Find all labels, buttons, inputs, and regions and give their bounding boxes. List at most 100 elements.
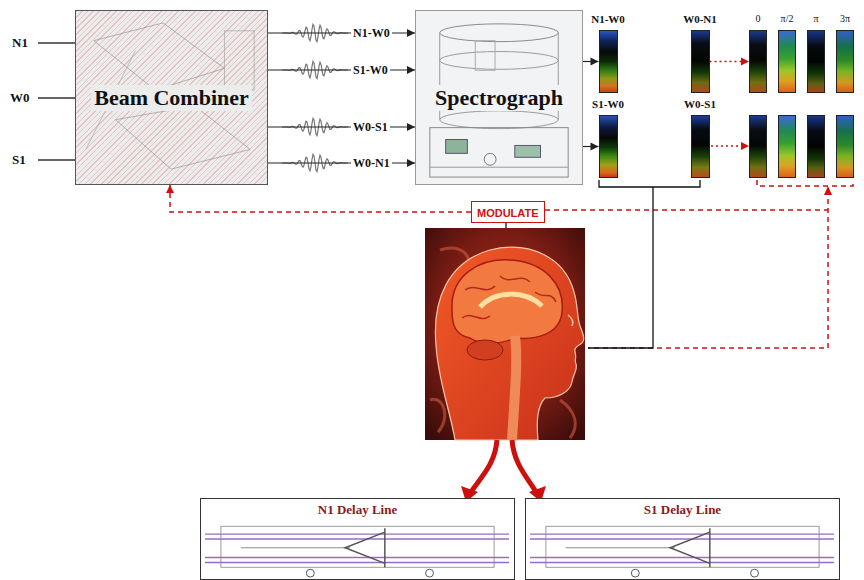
node-illustration xyxy=(530,538,834,539)
drive-arrows xyxy=(512,440,536,492)
connector-line xyxy=(170,185,471,212)
head-illustration xyxy=(425,228,585,440)
modulation-lines xyxy=(500,209,828,211)
input-wires xyxy=(38,43,75,160)
connector xyxy=(268,123,415,131)
phase-spectrum xyxy=(836,30,854,93)
connector-line xyxy=(268,126,415,127)
node-illustration xyxy=(530,533,834,534)
node-label: Beam Combiner xyxy=(91,85,252,111)
arrow-head xyxy=(741,142,749,150)
phase-spectrum xyxy=(778,30,796,93)
spectrum-strip: W0-N1 xyxy=(680,12,720,93)
node-label: π/2 xyxy=(781,12,794,26)
phase-spectrum xyxy=(749,30,767,93)
node-illustration xyxy=(205,562,509,563)
connector xyxy=(268,159,415,167)
node-illustration xyxy=(306,569,314,577)
node-label: N1-W0 xyxy=(591,12,625,26)
node-illustration xyxy=(670,532,710,563)
phase-link xyxy=(711,145,742,147)
connector xyxy=(583,58,599,66)
modulation-lines xyxy=(757,180,853,186)
node-label: π xyxy=(813,12,818,26)
phase-strip: π/2 xyxy=(775,12,799,93)
node-illustration xyxy=(440,111,559,129)
spectrum-strip xyxy=(749,115,767,178)
signal-label: W0-N1 xyxy=(351,156,392,171)
node-label: MODULATE xyxy=(477,207,539,219)
delay-line-box: N1 Delay Line xyxy=(200,498,515,580)
head-illustration xyxy=(568,315,573,326)
arrow-head xyxy=(166,185,174,193)
input-label: N1 xyxy=(12,35,28,51)
connector xyxy=(583,143,599,151)
phase-strip: 0 xyxy=(746,12,770,93)
node-illustration xyxy=(205,557,509,558)
input-label: S1 xyxy=(12,152,26,168)
bracket-lines xyxy=(588,187,653,348)
signal-label: S1-W0 xyxy=(351,63,390,78)
node-illustration xyxy=(751,569,759,577)
input-wires xyxy=(38,42,75,43)
spectrum-bar xyxy=(691,30,710,93)
arrow-head xyxy=(591,58,599,66)
node-illustration xyxy=(631,569,639,577)
drive-arrows xyxy=(471,440,497,492)
connector xyxy=(268,66,415,74)
connector-line xyxy=(268,69,415,70)
spectrum-bar xyxy=(599,115,618,178)
node-illustration xyxy=(94,23,225,90)
connector xyxy=(268,29,415,37)
delay-line-box: S1 Delay Line xyxy=(525,498,840,580)
node-illustration xyxy=(205,533,509,534)
connector xyxy=(710,58,750,66)
connector xyxy=(166,185,471,212)
spectrum-strip: S1-W0 xyxy=(588,97,628,178)
node-label: 0 xyxy=(756,12,761,26)
phase-spectrum xyxy=(807,30,825,93)
node-illustration xyxy=(241,547,350,548)
node-label: S1-W0 xyxy=(592,97,624,111)
wave-packets xyxy=(282,24,348,171)
arrow-head xyxy=(741,58,749,66)
spectrum-bar xyxy=(599,30,618,93)
head-illustration xyxy=(512,336,516,440)
arrow-head xyxy=(407,123,415,131)
node-illustration xyxy=(515,145,541,157)
arrow-head xyxy=(407,29,415,37)
modulate-box: MODULATE xyxy=(471,201,545,223)
node-illustration xyxy=(530,562,834,563)
connector-line xyxy=(268,162,415,163)
head-illustration xyxy=(452,260,562,343)
input-label: W0 xyxy=(10,90,30,106)
node-illustration xyxy=(475,41,495,71)
head-illustration xyxy=(435,247,583,440)
signal-label: N1-W0 xyxy=(351,26,392,41)
input-wires xyxy=(38,97,75,98)
node-illustration xyxy=(116,106,251,169)
arrow-head xyxy=(407,159,415,167)
spectrum-strip: N1-W0 xyxy=(588,12,628,93)
node-illustration xyxy=(205,538,509,539)
phase-link xyxy=(711,145,742,147)
head-illustration xyxy=(462,276,556,319)
bracket-lines xyxy=(599,180,700,187)
node-label: S1 Delay Line xyxy=(641,502,724,518)
connector-line xyxy=(268,32,415,33)
node-illustration xyxy=(709,528,710,567)
head-illustration xyxy=(467,340,503,360)
node-illustration xyxy=(426,569,434,577)
node-illustration xyxy=(484,153,496,165)
node-illustration xyxy=(530,557,834,558)
spectrum-strip xyxy=(778,115,796,178)
head-illustration xyxy=(425,228,585,440)
node-illustration xyxy=(430,128,568,177)
node-label: 3π xyxy=(840,12,850,26)
node-illustration xyxy=(430,167,568,168)
node-illustration xyxy=(221,526,494,567)
node-illustration xyxy=(546,526,819,567)
node-illustration xyxy=(440,24,559,42)
phase-strip: π xyxy=(804,12,828,93)
